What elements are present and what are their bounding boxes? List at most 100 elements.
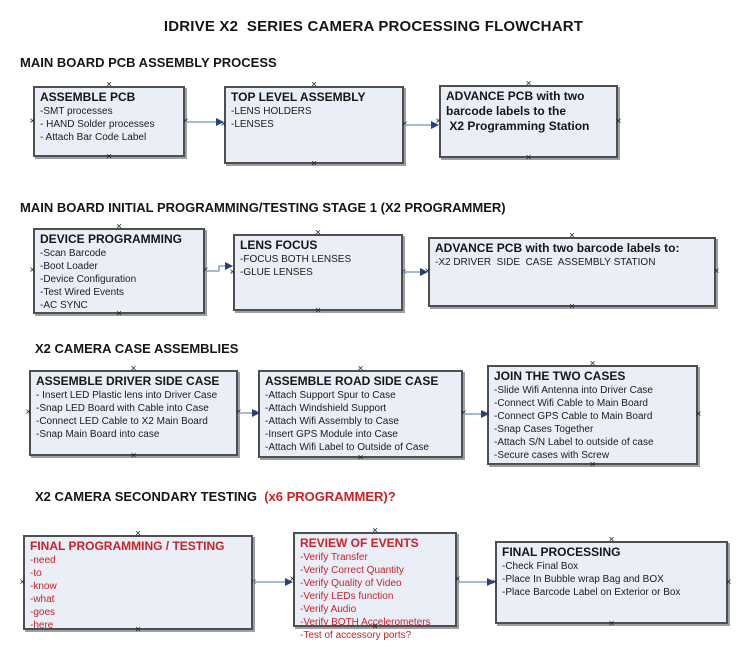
box-title: ADVANCE PCB with two barcode labels to t… [446, 89, 590, 133]
box-item: -Verify Correct Quantity [300, 565, 404, 576]
box-item: -Slide Wifi Antenna into Driver Case [494, 385, 653, 396]
flow-box-top-level-assembly: ×××× TOP LEVEL ASSEMBLY -LENS HOLDERS-LE… [220, 80, 407, 169]
box-items: -Attach Support Spur to Case -Attach Wind… [265, 389, 456, 454]
box-items: -X2 DRIVER SIDE CASE ASSEMBLY STATION [435, 256, 709, 269]
flow-box-advance-pcb-programming-station: ×××× ADVANCE PCB with two barcode labels… [435, 79, 621, 163]
box-item: -Verify BOTH Accelerometers [300, 617, 431, 628]
box-title: ASSEMBLE ROAD SIDE CASE [265, 374, 439, 388]
anchor-x-icon: × [589, 459, 596, 471]
box-item: -Place Barcode Label on Exterior or Box [502, 587, 681, 598]
section-heading-secondary-testing: X2 CAMERA SECONDARY TESTING (x6 PROGRAMM… [35, 489, 396, 504]
box-title: DEVICE PROGRAMMING [40, 232, 183, 246]
flow-box-lens-focus: ×××× LENS FOCUS -FOCUS BOTH LENSES-GLUE … [229, 228, 406, 316]
box-item: -AC SYNC [40, 300, 88, 311]
anchor-x-icon: × [130, 363, 137, 375]
box-items: -FOCUS BOTH LENSES -GLUE LENSES [240, 253, 396, 279]
anchor-x-icon: × [357, 452, 364, 464]
box-item: -Attach S/N Label to outside of case [494, 437, 654, 448]
connector-arrow [463, 410, 489, 418]
anchor-x-icon: × [311, 79, 317, 91]
box-item: -Boot Loader [40, 261, 98, 272]
anchor-x-icon: × [315, 227, 321, 239]
flow-box-final-processing: ×××× FINAL PROCESSING -Check Final Box-P… [491, 535, 731, 629]
box-item: -Test of accessory ports? [300, 630, 412, 641]
anchor-x-icon: × [19, 576, 26, 588]
box-item: -FOCUS BOTH LENSES [240, 254, 352, 265]
flow-box-final-programming-testing: ×××× FINAL PROGRAMMING / TESTING -need-t… [19, 529, 256, 635]
box-item: -Verify Quality of Video [300, 578, 402, 589]
anchor-x-icon: × [608, 618, 615, 630]
box-title: FINAL PROCESSING [502, 545, 621, 559]
box-item: - HAND Solder processes [40, 119, 155, 130]
box-items: - Insert LED Plastic lens into Driver Ca… [36, 389, 231, 441]
box-item: -Connect Wifi Cable to Main Board [494, 398, 648, 409]
box-title: LENS FOCUS [240, 238, 318, 252]
box-item: -Place In Bubble wrap Bag and BOX [502, 574, 664, 585]
box-title: TOP LEVEL ASSEMBLY [231, 90, 366, 104]
anchor-x-icon: × [615, 115, 622, 127]
box-item: -LENSES [231, 119, 274, 130]
page-title: IDRIVE X2 SERIES CAMERA PROCESSING FLOWC… [163, 18, 584, 35]
box-item: -Snap Cases Together [494, 424, 594, 435]
connector-arrow [238, 409, 260, 417]
box-item: -Connect GPS Cable to Main Board [494, 411, 653, 422]
section-heading-red-text: (x6 PROGRAMMER)? [264, 489, 396, 504]
box-item: -goes [30, 607, 56, 618]
box-item: -Secure cases with Screw [494, 450, 610, 461]
box-item: -what [30, 594, 55, 605]
section-heading-text: X2 CAMERA CASE ASSEMBLIES [35, 341, 239, 356]
box-items: -Verify Transfer -Verify Correct Quantity… [300, 551, 450, 642]
box-item: -Snap Main Board into case [36, 429, 160, 440]
box-item: -X2 DRIVER SIDE CASE ASSEMBLY STATION [435, 257, 656, 268]
anchor-x-icon: × [713, 266, 720, 277]
anchor-x-icon: × [135, 528, 141, 540]
box-items: -Scan Barcode -Boot Loader -Device Configu… [40, 247, 198, 312]
flow-box-review-of-events: ×××× REVIEW OF EVENTS -Verify Transfer-V… [289, 526, 460, 641]
anchor-x-icon: × [29, 265, 36, 276]
connector-arrow [457, 578, 495, 586]
box-item: -here [30, 620, 54, 631]
box-item: -SMT processes [40, 106, 113, 117]
anchor-x-icon: × [315, 305, 321, 317]
anchor-x-icon: × [29, 115, 36, 127]
box-title: REVIEW OF EVENTS [300, 536, 419, 550]
anchor-x-icon: × [372, 525, 378, 537]
section-heading-initial-programming: MAIN BOARD INITIAL PROGRAMMING/TESTING S… [20, 200, 506, 215]
section-heading-text: X2 CAMERA SECONDARY TESTING [35, 489, 265, 504]
anchor-x-icon: × [725, 576, 732, 588]
box-title: ADVANCE PCB with two barcode labels to: [435, 241, 680, 255]
box-item: -Insert GPS Module into Case [265, 429, 398, 440]
flow-box-device-programming: ×××× DEVICE PROGRAMMING -Scan Barcode-Bo… [29, 222, 208, 319]
box-item: -to [30, 568, 42, 579]
box-item: - Attach Bar Code Label [40, 132, 147, 143]
box-item: -Attach Support Spur to Case [265, 390, 396, 401]
anchor-x-icon: × [106, 151, 112, 163]
flow-box-assemble-road-side-case: ×××× ASSEMBLE ROAD SIDE CASE -Attach Sup… [254, 364, 466, 463]
box-item: -GLUE LENSES [240, 267, 313, 278]
flow-box-join-the-two-cases: ×××× JOIN THE TWO CASES -Slide Wifi Ante… [483, 359, 701, 470]
anchor-x-icon: × [525, 152, 532, 164]
box-item: -Verify Transfer [300, 552, 368, 563]
box-item: -Attach Windshield Support [265, 403, 387, 414]
box-item: -Check Final Box [502, 561, 579, 572]
anchor-x-icon: × [311, 158, 317, 170]
flow-box-assemble-driver-side-case: ×××× ASSEMBLE DRIVER SIDE CASE - Insert … [25, 364, 241, 461]
connector-arrow [205, 262, 233, 272]
box-item: - Insert LED Plastic lens into Driver Ca… [36, 390, 218, 401]
connector-arrow [403, 268, 428, 276]
box-item: -Verify Audio [300, 604, 357, 615]
flow-box-assemble-pcb: ×××× ASSEMBLE PCB -SMT processes- HAND S… [29, 80, 188, 162]
box-item: -Scan Barcode [40, 248, 107, 259]
anchor-x-icon: × [608, 534, 615, 546]
box-item: -Test Wired Events [40, 287, 124, 298]
section-heading-pcb-assembly: MAIN BOARD PCB ASSEMBLY PROCESS [20, 55, 277, 70]
box-title: ASSEMBLE DRIVER SIDE CASE [36, 374, 220, 388]
box-item: -Connect LED Cable to X2 Main Board [36, 416, 208, 427]
box-title: ASSEMBLE PCB [40, 90, 136, 104]
anchor-x-icon: × [25, 407, 32, 418]
box-item: -Attach Wifi Label to Outside of Case [265, 442, 429, 453]
section-heading-text: MAIN BOARD PCB ASSEMBLY PROCESS [20, 55, 277, 70]
box-title: FINAL PROGRAMMING / TESTING [30, 539, 225, 553]
box-item: -Device Configuration [40, 274, 137, 285]
